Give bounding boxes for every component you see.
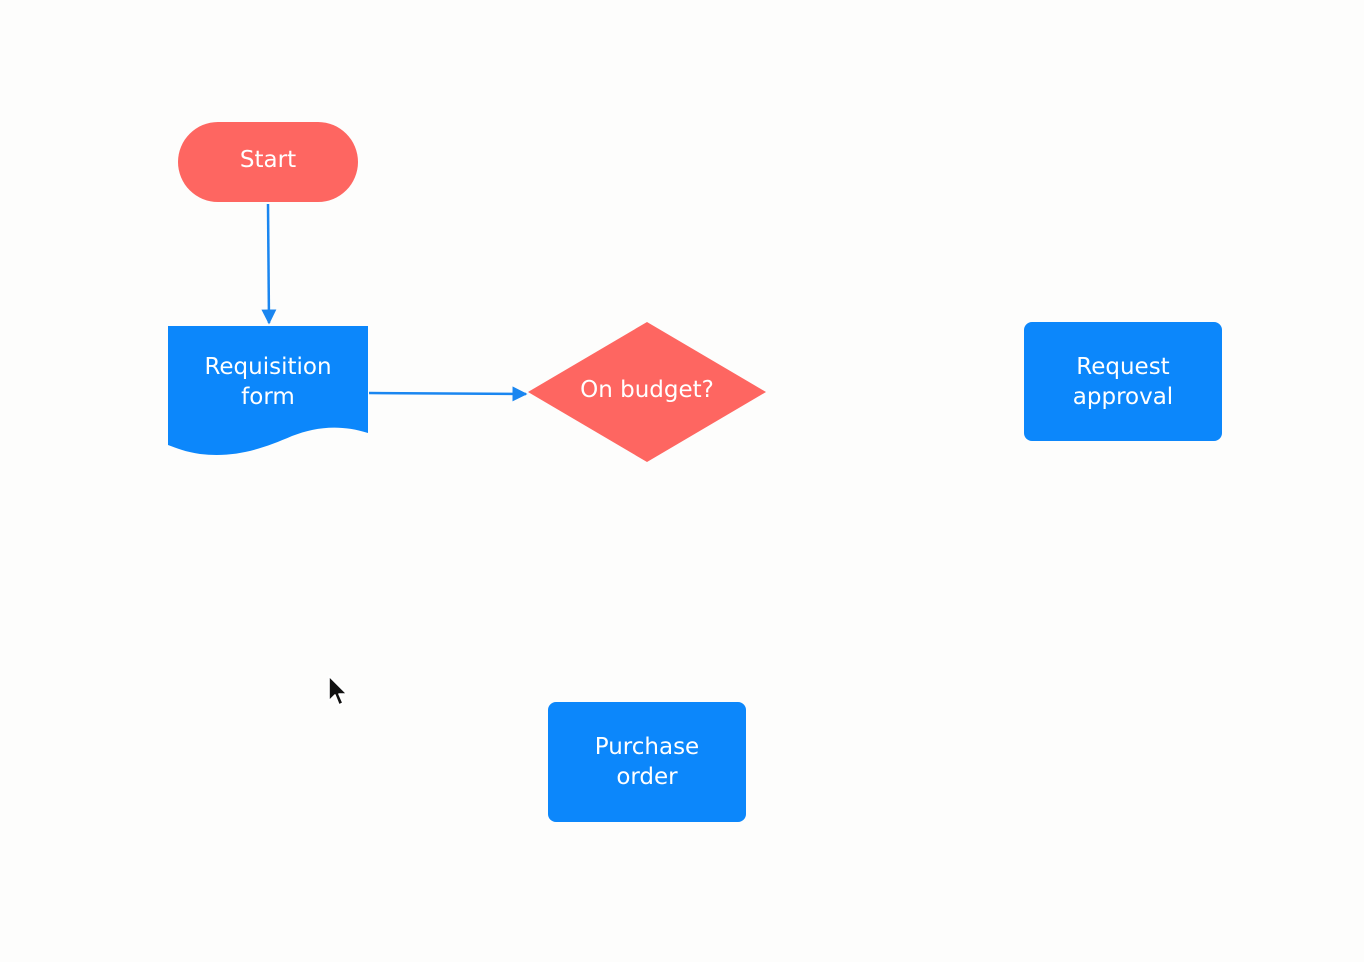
connector-requisition-to-on-budget[interactable] [368,386,528,402]
request-approval-process-shape[interactable] [1024,322,1222,441]
purchase-order-process-shape[interactable] [548,702,746,822]
connector-start-to-requisition[interactable] [261,203,277,325]
start-terminal-shape[interactable] [178,122,358,202]
on-budget-decision-shape[interactable] [528,322,766,462]
arrow-pointer-icon [328,675,348,706]
requisition-form-document-shape[interactable] [168,326,368,455]
